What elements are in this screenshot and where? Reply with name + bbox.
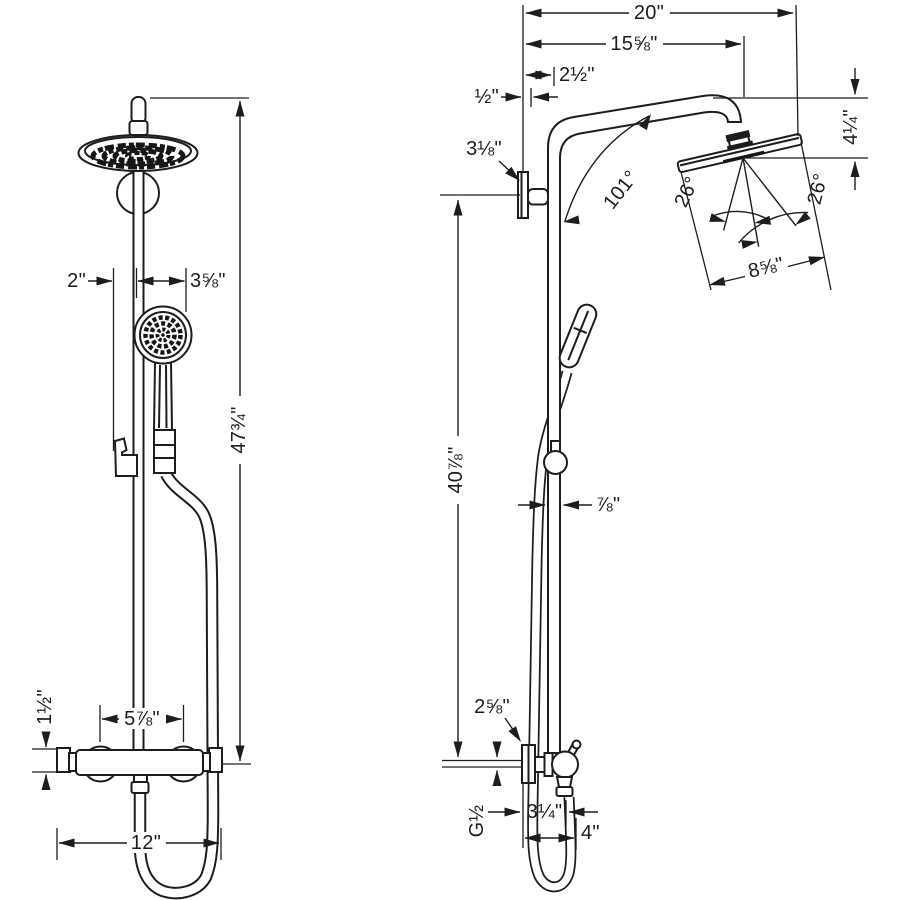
dim-label-head-width: 8⅝"	[746, 253, 786, 282]
dim-side-riser-height: 40⅞"	[440, 194, 521, 786]
overhead-shower-front	[77, 134, 199, 172]
riser-and-arm-side	[547, 94, 743, 754]
arm-top-stub	[130, 96, 147, 125]
slide-bar-bracket	[113, 437, 138, 477]
dim-label-riser-height: 40⅞"	[445, 446, 467, 493]
dim-label-head-drop: 4¼"	[840, 109, 862, 145]
thermostat-valve-front	[56, 745, 223, 794]
hose-outlet-nut-front	[130, 781, 150, 794]
dim-label-right-offset: 3⅝"	[190, 270, 226, 292]
dim-side-head-drop: 4¼"	[713, 68, 868, 190]
hand-shower-front	[133, 305, 193, 431]
thermostat-valve-side	[521, 739, 582, 797]
dim-label-left-offset: 2"	[67, 270, 86, 292]
dim-label-riser-diameter: ⅞"	[596, 494, 620, 516]
valve-body-side	[551, 750, 579, 779]
valve-body-front	[75, 749, 204, 776]
dim-label-wall-bracket: 3⅛"	[466, 138, 502, 160]
wall-bracket-stub	[527, 188, 549, 206]
dim-label-total-height: 47¾"	[228, 406, 250, 453]
dim-side-escutcheon: 2⅝"	[474, 696, 521, 742]
dim-label-arm-angle: 101°	[599, 166, 643, 213]
dim-label-arm-reach: 15⅝"	[610, 33, 657, 55]
hose-outlet-nut-side	[555, 786, 574, 797]
dim-side-wall-offset: ½"	[475, 86, 558, 108]
dim-label-valve-width: 12"	[131, 832, 161, 854]
hand-shower-holder	[153, 429, 176, 474]
slider-knob-side	[543, 450, 568, 475]
dim-side-wall-to-riser: 2½"	[525, 64, 595, 86]
dim-side-bottom: G½ 3¼" 4"	[466, 783, 600, 850]
overhead-shower-side	[676, 129, 803, 174]
front-view: 47¾" 2" 3⅝" 1½" 5⅞"	[32, 96, 251, 900]
dim-label-valve-height: 1½"	[34, 689, 56, 725]
dim-side-riser-diameter: ⅞"	[518, 494, 620, 516]
dim-label-handle-spacing: 5⅞"	[124, 708, 160, 730]
dim-label-thread: G½	[466, 805, 488, 838]
dim-label-wall-to-valve: 3¼"	[527, 801, 563, 823]
dim-label-escutcheon: 2⅝"	[474, 696, 510, 718]
dim-side-arm-reach: 15⅝"	[525, 33, 745, 97]
spray-fan	[709, 157, 811, 249]
dim-side-head-width: 8⅝"	[708, 253, 826, 286]
dim-side-overall-reach: 20"	[525, 2, 799, 137]
dim-label-wall-to-hose: 4"	[581, 822, 600, 844]
dim-side-wall-bracket: 3⅛"	[466, 138, 520, 181]
dim-front-total-height: 47¾"	[150, 97, 251, 765]
hand-shower-hose-front	[133, 470, 220, 900]
dim-front-valve-height: 1½"	[32, 689, 56, 790]
dim-label-spray-left: 26°	[670, 173, 703, 211]
dim-front-offsets: 2" 3⅝"	[67, 268, 226, 451]
side-view: 20" 15⅝" 2½" ½" 3⅛" 4¼	[440, 2, 868, 893]
arm-collar	[128, 120, 149, 136]
dim-label-overall-reach: 20"	[634, 2, 664, 24]
hand-shower-side	[558, 303, 598, 369]
dim-label-wall-offset: ½"	[475, 86, 499, 108]
dim-label-wall-to-riser: 2½"	[559, 64, 595, 86]
dim-front-handle-spacing: 5⅞"	[99, 705, 185, 742]
dim-front-valve-width: 12"	[56, 828, 222, 860]
